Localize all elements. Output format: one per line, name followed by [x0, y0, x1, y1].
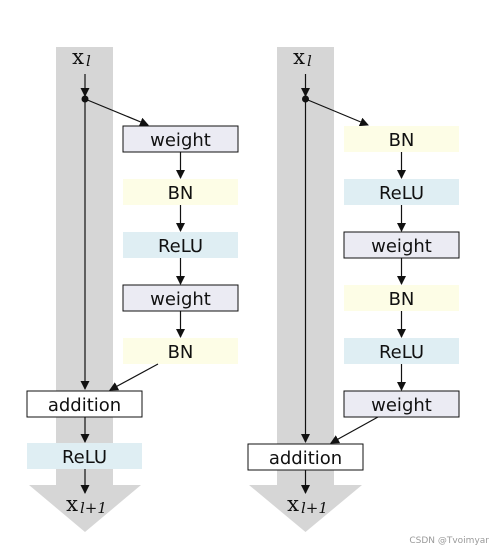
right-residual-block: x l BN ReLU weight BN ReLU weight additi… — [247, 45, 460, 532]
right-input-subscript: l — [307, 52, 312, 70]
right-relu-label-2: ReLU — [379, 342, 424, 363]
left-relu-box-1 — [123, 232, 238, 258]
left-merge-arrow — [109, 363, 159, 391]
right-bn-box-2 — [344, 285, 459, 311]
left-bn-box-1 — [123, 179, 238, 205]
left-post-relu-label: ReLU — [62, 447, 107, 468]
right-addition-box — [247, 443, 364, 471]
left-addition-label: addition — [48, 395, 121, 416]
left-weight-box-2 — [122, 284, 239, 312]
left-bn-label-2: BN — [168, 342, 194, 363]
left-weight-label-2: weight — [150, 289, 211, 310]
right-branch-arrow — [305, 98, 369, 127]
right-input-label: x — [293, 45, 305, 69]
right-relu-box-1 — [344, 179, 459, 205]
left-weight-label-1: weight — [150, 130, 211, 151]
right-merge-arrow — [330, 416, 379, 444]
left-weight-box-1 — [122, 125, 239, 153]
right-weight-box-2 — [343, 390, 460, 418]
right-weight-label-2: weight — [371, 395, 432, 416]
right-relu-box-2 — [344, 338, 459, 364]
left-addition-box — [26, 390, 143, 418]
right-output-subscript: l+1 — [301, 499, 328, 517]
right-weight-box-1 — [343, 231, 460, 259]
left-branch-arrow — [84, 98, 149, 127]
left-input-label: x — [72, 45, 84, 69]
right-bn-box-1 — [344, 126, 459, 152]
right-relu-label-1: ReLU — [379, 183, 424, 204]
watermark: CSDN @Tvoimyar — [409, 536, 489, 546]
left-post-relu-box — [27, 443, 142, 469]
left-output-subscript: l+1 — [80, 499, 107, 517]
right-output-label: x — [287, 492, 299, 516]
left-relu-label-1: ReLU — [158, 236, 203, 257]
left-residual-block: x l weight BN ReLU weight BN addition — [26, 45, 239, 532]
left-bn-label-1: BN — [168, 183, 194, 204]
right-bn-label-2: BN — [389, 289, 415, 310]
left-output-label: x — [66, 492, 78, 516]
left-bn-box-2 — [123, 338, 238, 364]
right-bn-label-1: BN — [389, 130, 415, 151]
left-input-subscript: l — [86, 52, 91, 70]
right-weight-label-1: weight — [371, 236, 432, 257]
right-addition-label: addition — [269, 448, 342, 469]
